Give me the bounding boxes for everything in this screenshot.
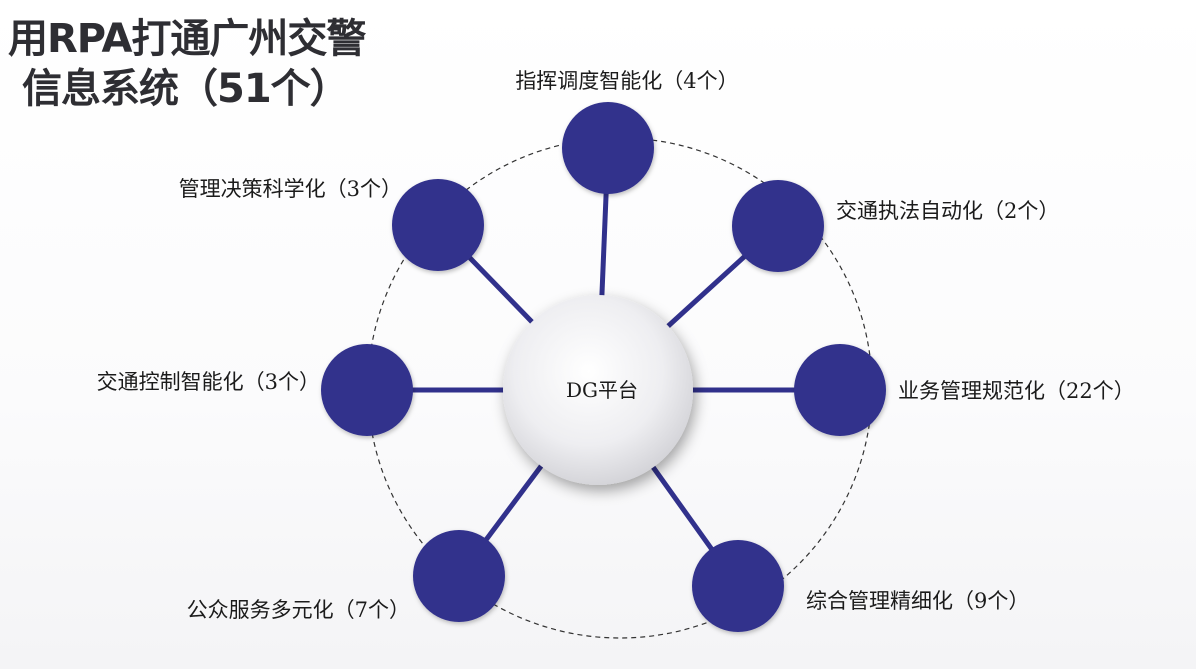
center-hub: DG平台 — [503, 295, 693, 485]
slide-title: 用RPA打通广州交警 信息系统（51个） — [8, 14, 366, 114]
title-line-2: 信息系统（51个） — [22, 66, 350, 112]
center-label: DG平台 — [566, 378, 638, 402]
node-circle-5 — [413, 530, 505, 622]
spoke-5 — [482, 462, 545, 544]
node-labels: 指挥调度智能化（4个） 交通执法自动化（2个） 业务管理规范化（22个） 综合管理精细… — [97, 69, 1135, 622]
node-label-6: 交通控制智能化（3个） — [97, 370, 320, 394]
node-label-1: 指挥调度智能化（4个） — [515, 69, 738, 93]
spokes — [409, 189, 798, 554]
node-label-3: 业务管理规范化（22个） — [898, 379, 1135, 403]
node-circle-2 — [732, 180, 824, 272]
node-label-7: 管理决策科学化（3个） — [179, 177, 402, 201]
spoke-4 — [650, 464, 716, 554]
spoke-2 — [665, 252, 749, 330]
node-circle-1 — [562, 102, 654, 194]
node-circle-6 — [321, 344, 413, 436]
title-line-1: 用RPA打通广州交警 — [8, 16, 366, 62]
node-circle-7 — [392, 179, 484, 271]
node-label-4: 综合管理精细化（9个） — [806, 589, 1029, 613]
spoke-1 — [599, 189, 609, 298]
node-circle-3 — [794, 344, 886, 436]
node-label-2: 交通执法自动化（2个） — [836, 199, 1059, 223]
node-label-5: 公众服务多元化（7个） — [187, 598, 410, 622]
spoke-7 — [465, 253, 536, 325]
satellite-nodes — [321, 102, 886, 632]
node-circle-4 — [692, 540, 784, 632]
